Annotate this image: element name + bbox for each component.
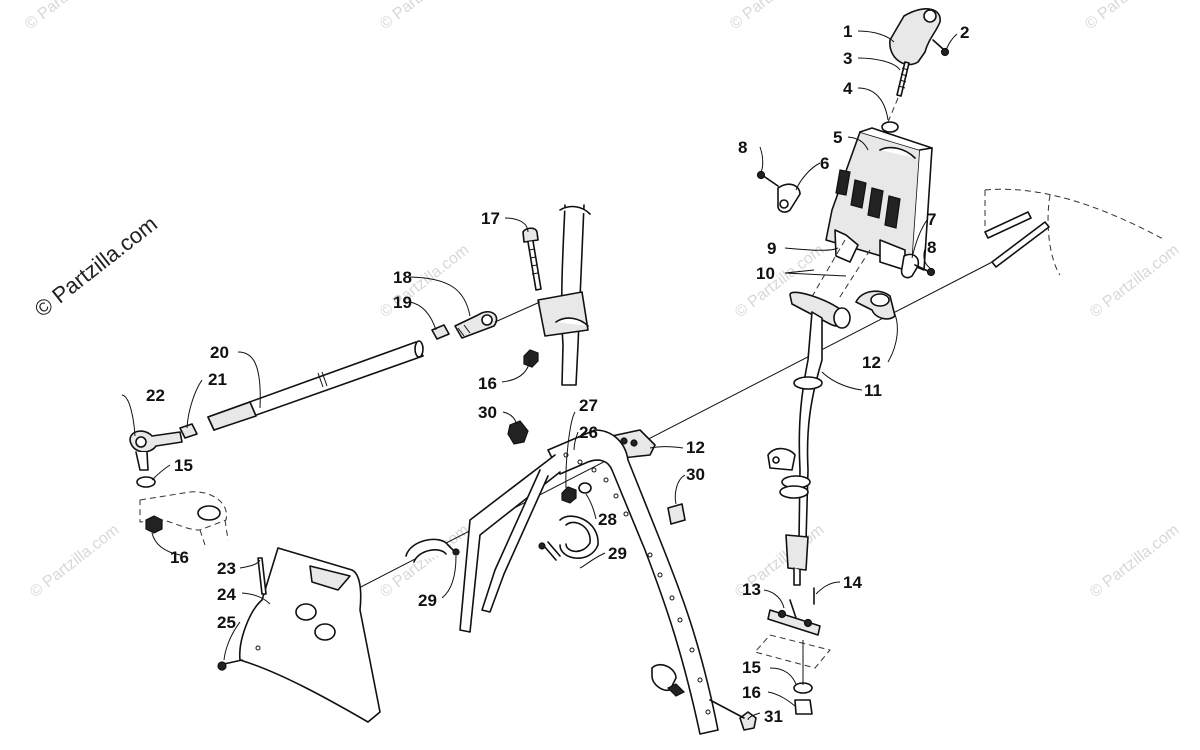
callout-2: 2 xyxy=(960,23,969,42)
watermark-repeat: © Partzilla.com xyxy=(1087,241,1182,321)
watermark-repeat: © Partzilla.com xyxy=(27,521,122,601)
callout-17: 17 xyxy=(481,209,500,228)
steering-column xyxy=(537,204,591,386)
callout-9: 9 xyxy=(767,239,776,258)
leader-lines xyxy=(121,30,958,721)
watermark-repeat: © Partzilla.com xyxy=(377,0,472,33)
callout-26: 26 xyxy=(579,423,598,442)
callout-13: 13 xyxy=(742,580,761,599)
callout-7: 7 xyxy=(927,210,936,229)
callout-31: 31 xyxy=(764,707,783,726)
callout-1: 1 xyxy=(843,22,852,41)
watermark-repeat: © Partzilla.com xyxy=(377,521,472,601)
u-clamp-bolts xyxy=(538,541,561,561)
callout-20: 20 xyxy=(210,343,229,362)
clip-right xyxy=(900,253,920,279)
callout-5: 5 xyxy=(833,128,842,147)
handle-screw xyxy=(932,39,950,57)
frame-sketch xyxy=(984,188,1166,276)
tie-rod-end-lower xyxy=(129,430,183,471)
callout-4: 4 xyxy=(843,79,853,98)
watermark-main: © Partzilla.com xyxy=(30,211,162,322)
shift-handle-grip xyxy=(889,8,941,66)
callout-30-top: 30 xyxy=(478,403,497,422)
grommet xyxy=(578,482,592,494)
steering-support-frame xyxy=(459,429,719,735)
watermark-repeat: © Partzilla.com xyxy=(1082,0,1177,33)
callout-25: 25 xyxy=(217,613,236,632)
callout-15-left: 15 xyxy=(174,456,193,475)
callout-18: 18 xyxy=(393,268,412,287)
watermark-repeat: © Partzilla.com xyxy=(727,0,822,33)
callout-21: 21 xyxy=(208,370,227,389)
linkage-plate xyxy=(767,587,821,636)
screw-right xyxy=(914,264,936,277)
clamp-bolt xyxy=(522,227,542,291)
callout-10: 10 xyxy=(756,264,775,283)
pin-line xyxy=(809,239,871,301)
callout-16-right: 16 xyxy=(742,683,761,702)
u-clamp-1 xyxy=(405,538,460,563)
rod-pin xyxy=(257,557,267,595)
lever-clamp-upper xyxy=(855,290,896,320)
callout-15-right: 15 xyxy=(742,658,761,677)
callout-8-lower: 8 xyxy=(927,238,936,257)
callout-14: 14 xyxy=(843,573,862,592)
callout-12-upper: 12 xyxy=(862,353,881,372)
callout-19: 19 xyxy=(393,293,412,312)
tie-rod-tube xyxy=(207,340,424,431)
callout-27: 27 xyxy=(579,396,598,415)
callout-29-left: 29 xyxy=(418,591,437,610)
callout-3: 3 xyxy=(843,49,852,68)
callout-12-lower: 12 xyxy=(686,438,705,457)
callout-28: 28 xyxy=(598,510,617,529)
bushing-right xyxy=(667,503,686,525)
screw-left xyxy=(756,170,779,187)
callout-8-upper: 8 xyxy=(738,138,747,157)
bushing-top xyxy=(507,420,529,445)
watermark-repeat: © Partzilla.com xyxy=(1087,521,1182,601)
shift-lever xyxy=(767,291,851,586)
callout-24: 24 xyxy=(217,585,236,604)
callout-29-right: 29 xyxy=(608,544,627,563)
jam-nut-upper xyxy=(431,324,450,340)
washer-left xyxy=(136,476,156,488)
mounting-bolts xyxy=(984,211,1050,268)
steering-shield xyxy=(239,547,381,723)
spacer-bushing xyxy=(651,663,686,697)
jam-nut-lower xyxy=(179,423,198,439)
tie-rod-end xyxy=(454,301,541,339)
callout-16-left: 16 xyxy=(170,548,189,567)
nut-27 xyxy=(561,486,577,504)
watermark-repeat: © Partzilla.com xyxy=(377,241,472,321)
threaded-rod xyxy=(896,61,910,97)
callout-numbers: 1 2 3 4 5 8 6 7 8 9 10 12 11 12 30 13 14… xyxy=(146,22,969,726)
callout-16-upper: 16 xyxy=(478,374,497,393)
steering-arm xyxy=(139,491,229,546)
watermark-repeat: © Partzilla.com xyxy=(22,0,117,33)
locknut-left xyxy=(145,515,163,534)
alignment-line xyxy=(354,257,1001,591)
callout-23: 23 xyxy=(217,559,236,578)
callout-11: 11 xyxy=(864,381,882,400)
clip-left xyxy=(777,183,801,213)
callout-6: 6 xyxy=(820,154,829,173)
u-clamp-2 xyxy=(559,515,599,559)
shield-screw xyxy=(217,659,243,671)
washer xyxy=(881,121,899,133)
shift-bracket xyxy=(825,127,933,271)
callout-22: 22 xyxy=(146,386,165,405)
callout-30-right: 30 xyxy=(686,465,705,484)
locknut-upper xyxy=(523,349,539,368)
pivot-base-plate xyxy=(754,634,831,715)
